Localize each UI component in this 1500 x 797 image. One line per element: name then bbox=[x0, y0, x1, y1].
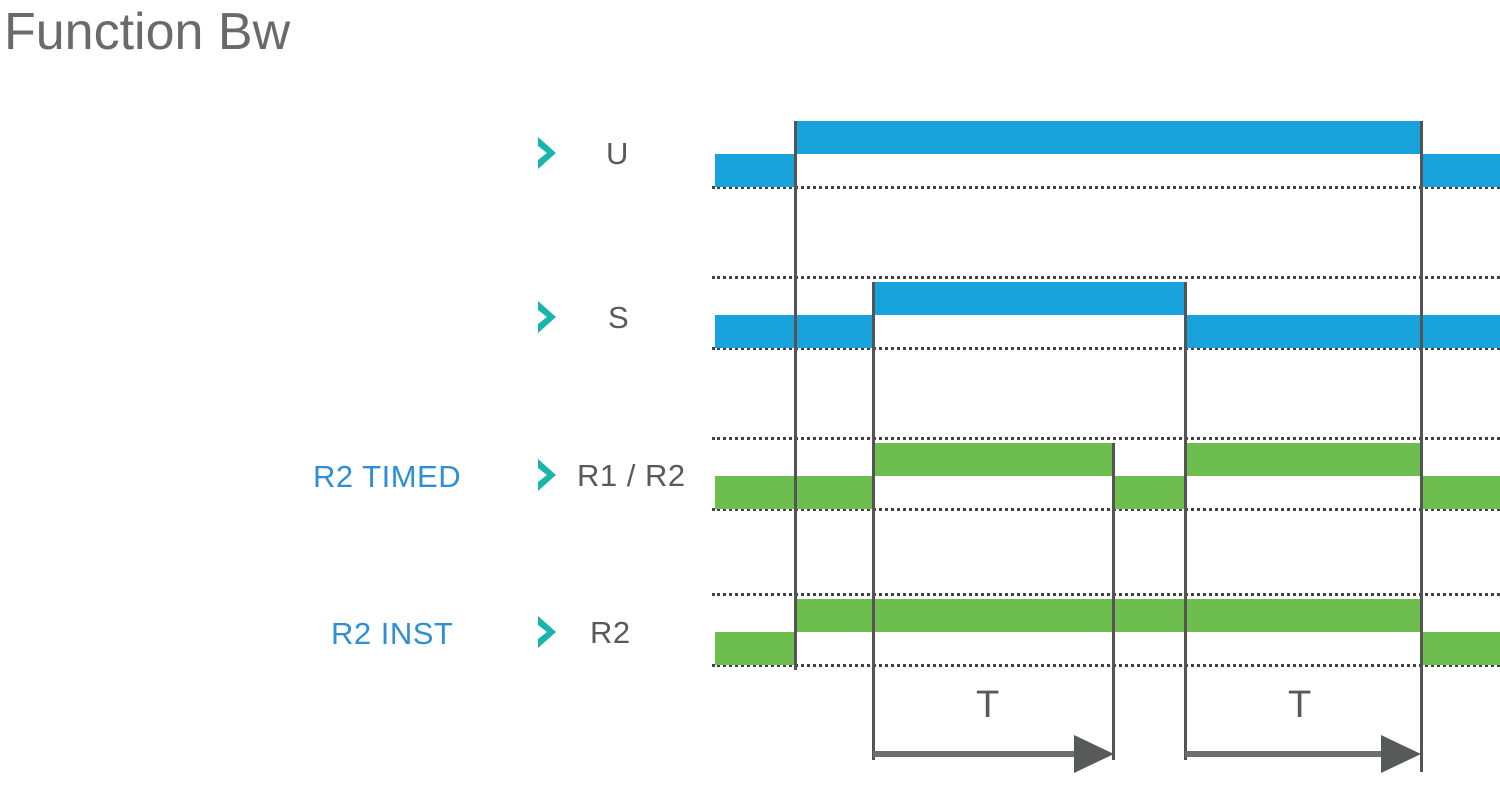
r2-high-dotted bbox=[712, 593, 1500, 596]
r1r2-high-segment-2 bbox=[1185, 443, 1421, 476]
r2-low-segment-left bbox=[715, 632, 795, 665]
interval-arrow-line-1 bbox=[873, 751, 1078, 757]
r1r2-baseline-dotted bbox=[712, 508, 1500, 511]
chevron-right-icon-u bbox=[534, 136, 560, 170]
transition-line-4 bbox=[1184, 282, 1187, 760]
s-high-segment bbox=[873, 282, 1185, 315]
s-low-segment-right bbox=[1185, 315, 1500, 348]
interval-label-1: T bbox=[976, 684, 1000, 726]
page-title: Function Bw bbox=[4, 3, 291, 61]
mode-label-r2-timed: R2 TIMED bbox=[313, 459, 462, 494]
signal-label-s: S bbox=[608, 300, 630, 335]
interval-arrow-head-1 bbox=[1074, 735, 1114, 773]
r2-baseline-dotted bbox=[712, 664, 1500, 667]
s-baseline-dotted bbox=[712, 347, 1500, 350]
transition-line-5 bbox=[1420, 121, 1423, 772]
mode-label-r2-inst: R2 INST bbox=[331, 616, 454, 651]
chevron-right-icon-r1r2 bbox=[534, 458, 560, 492]
r2-low-segment-right bbox=[1421, 632, 1500, 665]
r1r2-high-segment-1 bbox=[873, 443, 1113, 476]
u-baseline-dotted bbox=[712, 186, 1500, 189]
u-low-segment-left bbox=[715, 154, 795, 187]
signal-label-r2: R2 bbox=[590, 615, 631, 650]
r1r2-low-segment-right bbox=[1421, 476, 1500, 509]
chevron-right-icon-s bbox=[534, 300, 560, 334]
interval-arrow-line-2 bbox=[1185, 751, 1385, 757]
r1r2-high-dotted bbox=[712, 437, 1500, 440]
s-high-dotted bbox=[712, 276, 1500, 279]
transition-line-1 bbox=[794, 121, 797, 670]
u-low-segment-right bbox=[1421, 154, 1500, 187]
signal-label-u: U bbox=[606, 136, 629, 171]
transition-line-2 bbox=[872, 282, 875, 760]
r1r2-low-segment-mid bbox=[1113, 476, 1185, 509]
chevron-right-icon-r2 bbox=[534, 615, 560, 649]
u-high-segment bbox=[795, 121, 1421, 154]
transition-line-3 bbox=[1112, 443, 1115, 760]
signal-label-r1r2: R1 / R2 bbox=[577, 458, 686, 493]
interval-arrow-head-2 bbox=[1381, 735, 1421, 773]
interval-label-2: T bbox=[1288, 684, 1312, 726]
r2-high-segment bbox=[795, 599, 1421, 632]
